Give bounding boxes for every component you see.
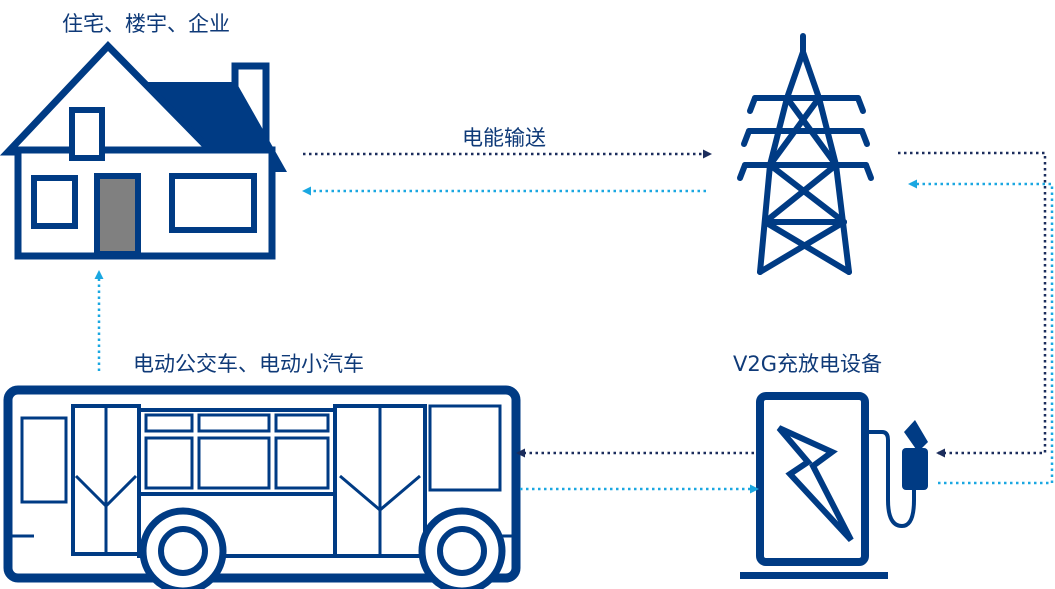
charging-station-icon (740, 392, 928, 579)
house-icon (0, 40, 287, 260)
label-energy-transfer: 电能输送 (462, 126, 546, 150)
label-buildings: 住宅、楼宇、企业 (62, 12, 230, 36)
label-vehicles: 电动公交车、电动小汽车 (133, 352, 364, 376)
transmission-tower-icon (737, 33, 874, 275)
arrow-tower-to-charger (898, 151, 1047, 458)
lightning-icon (776, 425, 854, 543)
bus-icon (3, 385, 521, 589)
label-v2g-device: V2G充放电设备 (733, 352, 882, 376)
flow-arrows (94, 149, 1054, 494)
arrow-charger-to-tower (908, 179, 1054, 485)
